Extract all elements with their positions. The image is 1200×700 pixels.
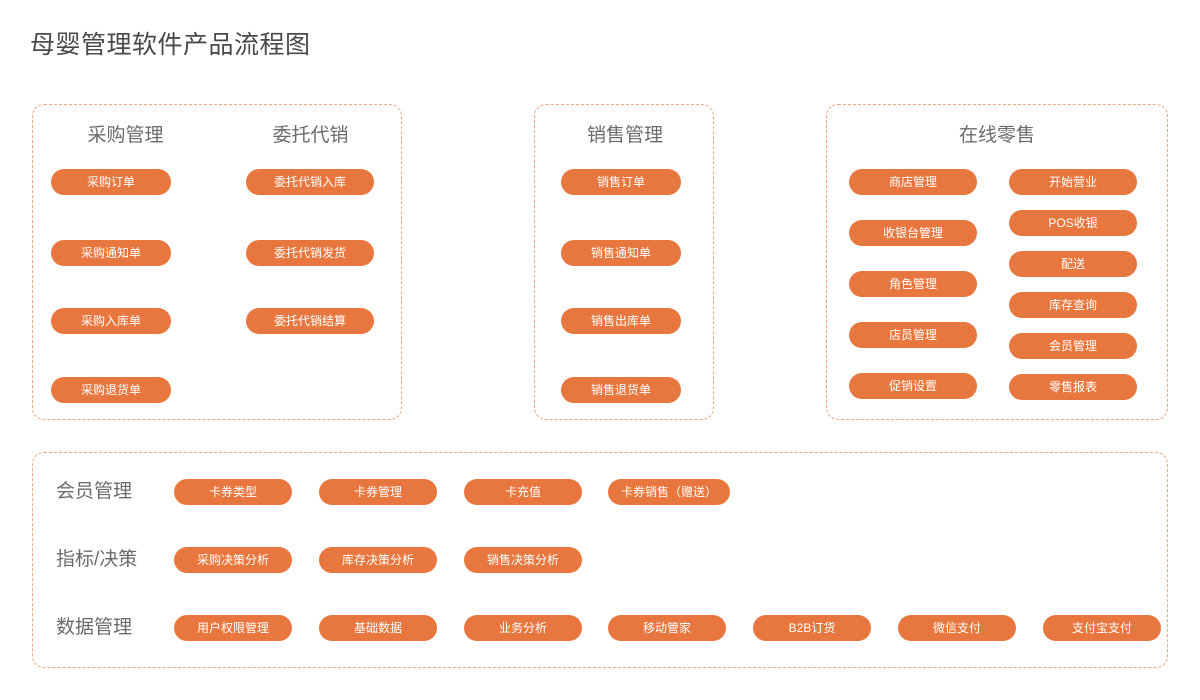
pill-procurement-notice[interactable]: 采购通知单 [51, 240, 171, 266]
bottom-row-member-management: 会员管理 卡券类型 卡券管理 卡充值 卡券销售（赠送） [33, 477, 1167, 507]
pill-store-management[interactable]: 商店管理 [849, 169, 977, 195]
pill-card-sale-gift[interactable]: 卡券销售（赠送） [608, 479, 730, 505]
pill-start-business[interactable]: 开始营业 [1009, 169, 1137, 195]
pill-b2b-ordering[interactable]: B2B订货 [753, 615, 871, 641]
column-consignment: 委托代销 委托代销入库 委托代销发货 委托代销结算 [218, 105, 403, 419]
pill-inventory-query[interactable]: 库存查询 [1009, 292, 1137, 318]
pill-procurement-inbound[interactable]: 采购入库单 [51, 308, 171, 334]
pill-role-management[interactable]: 角色管理 [849, 271, 977, 297]
panel-sales: 销售管理 销售订单 销售通知单 销售出库单 销售退货单 [534, 104, 714, 420]
pill-sales-notice[interactable]: 销售通知单 [561, 240, 681, 266]
panel-bottom-modules: 会员管理 卡券类型 卡券管理 卡充值 卡券销售（赠送） 指标/决策 采购决策分析… [32, 452, 1168, 668]
column-procurement: 采购管理 采购订单 采购通知单 采购入库单 采购退货单 [33, 105, 218, 419]
row-label-data-management: 数据管理 [56, 617, 133, 638]
pill-business-analysis[interactable]: 业务分析 [464, 615, 582, 641]
panel-online-retail: 在线零售 商店管理 收银台管理 角色管理 店员管理 促销设置 开始营业 POS收… [826, 104, 1168, 420]
pill-card-type[interactable]: 卡券类型 [174, 479, 292, 505]
pill-wechat-pay[interactable]: 微信支付 [898, 615, 1016, 641]
pill-consignment-shipment[interactable]: 委托代销发货 [246, 240, 374, 266]
row-label-metrics-decision: 指标/决策 [56, 549, 138, 570]
page-title: 母婴管理软件产品流程图 [30, 31, 311, 59]
pill-procurement-return[interactable]: 采购退货单 [51, 377, 171, 403]
pill-promotion-settings[interactable]: 促销设置 [849, 373, 977, 399]
pill-sales-return[interactable]: 销售退货单 [561, 377, 681, 403]
panel-procurement-consignment: 采购管理 采购订单 采购通知单 采购入库单 采购退货单 委托代销 委托代销入库 … [32, 104, 402, 420]
pill-alipay-pay[interactable]: 支付宝支付 [1043, 615, 1161, 641]
column-heading-consignment: 委托代销 [272, 125, 349, 146]
pill-card-recharge[interactable]: 卡充值 [464, 479, 582, 505]
pill-retail-report[interactable]: 零售报表 [1009, 374, 1137, 400]
pill-delivery[interactable]: 配送 [1009, 251, 1137, 277]
column-sales: 销售管理 销售订单 销售通知单 销售出库单 销售退货单 [535, 105, 715, 419]
pill-inventory-decision-analysis[interactable]: 库存决策分析 [319, 547, 437, 573]
pill-consignment-inbound[interactable]: 委托代销入库 [246, 169, 374, 195]
pill-procurement-order[interactable]: 采购订单 [51, 169, 171, 195]
pill-procurement-decision-analysis[interactable]: 采购决策分析 [174, 547, 292, 573]
column-heading-procurement: 采购管理 [87, 125, 164, 146]
pill-user-permission-management[interactable]: 用户权限管理 [174, 615, 292, 641]
pill-member-management[interactable]: 会员管理 [1009, 333, 1137, 359]
pill-consignment-settlement[interactable]: 委托代销结算 [246, 308, 374, 334]
pill-sales-decision-analysis[interactable]: 销售决策分析 [464, 547, 582, 573]
pill-staff-management[interactable]: 店员管理 [849, 322, 977, 348]
pill-basic-data[interactable]: 基础数据 [319, 615, 437, 641]
pill-mobile-manager[interactable]: 移动管家 [608, 615, 726, 641]
pill-sales-outbound[interactable]: 销售出库单 [561, 308, 681, 334]
column-heading-sales: 销售管理 [586, 125, 663, 146]
pill-cashier-desk-management[interactable]: 收银台管理 [849, 220, 977, 246]
pill-sales-order[interactable]: 销售订单 [561, 169, 681, 195]
column-retail-right: 开始营业 POS收银 配送 库存查询 会员管理 零售报表 [998, 105, 1169, 419]
column-retail-left: 商店管理 收银台管理 角色管理 店员管理 促销设置 [827, 105, 998, 419]
row-label-member-management: 会员管理 [56, 481, 133, 502]
pill-card-management[interactable]: 卡券管理 [319, 479, 437, 505]
pill-pos-checkout[interactable]: POS收银 [1009, 210, 1137, 236]
column-heading-online-retail: 在线零售 [958, 125, 1035, 146]
bottom-row-metrics-decision: 指标/决策 采购决策分析 库存决策分析 销售决策分析 [33, 545, 1167, 575]
bottom-row-data-management: 数据管理 用户权限管理 基础数据 业务分析 移动管家 B2B订货 微信支付 支付… [33, 613, 1167, 643]
